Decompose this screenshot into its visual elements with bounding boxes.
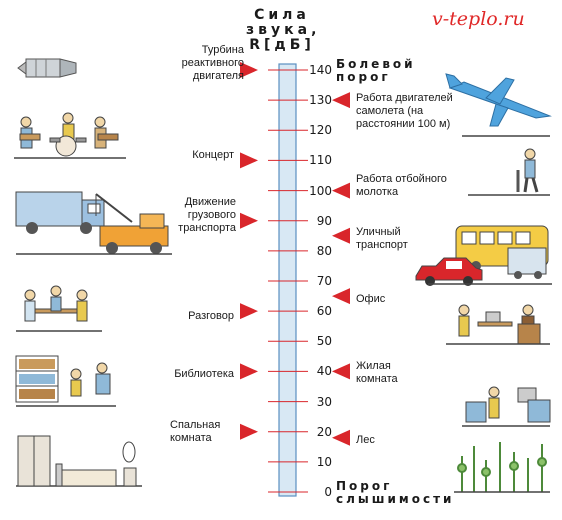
scale-label-50: 50 — [316, 334, 332, 349]
conversation-icon — [16, 285, 102, 332]
left-arrow-2 — [240, 212, 258, 229]
scale-label-80: 80 — [316, 243, 332, 258]
car-icon — [415, 257, 483, 286]
label-concert: Концерт — [192, 149, 234, 161]
scale-label-90: 90 — [316, 213, 332, 228]
van-icon — [507, 247, 547, 279]
jet-turbine-icon — [17, 58, 77, 78]
truck-icon — [15, 191, 105, 234]
left-arrow-1 — [240, 152, 258, 169]
living-room-icon — [465, 386, 551, 423]
left-arrow-0 — [240, 62, 258, 78]
scale-label-110: 110 — [309, 153, 332, 168]
forest-icon — [457, 442, 547, 492]
right-arrow-3 — [332, 288, 350, 305]
scale-label-140: 140 — [309, 63, 332, 77]
label-bedroom: Спальная комната — [170, 419, 221, 444]
scale-bar — [278, 63, 297, 497]
scale-title: Сила звука, R[дБ] — [246, 7, 321, 53]
label-living-room: Жилая комната — [356, 360, 398, 385]
right-arrow-1 — [332, 182, 350, 199]
airplane-icon — [445, 73, 552, 127]
scale-ticks — [268, 69, 308, 493]
scale-label-120: 120 — [309, 123, 332, 138]
right-arrow-2 — [332, 227, 350, 244]
right-arrow-5 — [332, 429, 350, 446]
concert-band-icon — [14, 112, 126, 159]
label-truck-traffic: Движение грузового транспорта — [178, 196, 236, 234]
scale-label-20: 20 — [316, 424, 332, 439]
watermark: v-teplo.ru — [432, 8, 525, 30]
label-jet-turbine: Турбина реактивного двигателя — [181, 44, 244, 82]
hearing-threshold-label: Порог слышимости — [336, 479, 455, 506]
label-street-traffic: Уличный транспорт — [356, 226, 408, 251]
pain-threshold-label: Болевой порог — [336, 57, 416, 84]
label-jackhammer: Работа отбойного молотка — [356, 173, 447, 198]
label-office: Офис — [356, 293, 386, 305]
arrow-markers — [240, 62, 350, 446]
label-library: Библиотека — [174, 368, 234, 380]
label-airplane-engines: Работа двигателей самолета (на расстояни… — [356, 92, 453, 130]
scale-label-30: 30 — [316, 394, 332, 409]
scale-label-10: 10 — [316, 454, 332, 469]
label-conversation: Разговор — [188, 310, 234, 322]
right-arrow-0 — [332, 92, 350, 109]
scale-label-70: 70 — [316, 274, 332, 288]
left-arrow-5 — [240, 423, 258, 440]
left-arrow-4 — [240, 363, 258, 380]
bedroom-icon — [16, 435, 142, 487]
scale-label-40: 40 — [316, 364, 332, 379]
label-forest: Лес — [356, 434, 375, 446]
scale-label-100: 100 — [309, 183, 332, 198]
office-icon — [458, 304, 541, 345]
scale-label-60: 60 — [316, 304, 332, 319]
crane-truck-icon — [95, 193, 169, 254]
right-arrow-4 — [332, 363, 350, 380]
left-arrow-3 — [240, 303, 258, 320]
jackhammer-icon — [516, 148, 539, 193]
scale-label-130: 130 — [309, 93, 332, 108]
library-icon — [15, 355, 116, 407]
scale-label-0: 0 — [324, 485, 332, 499]
